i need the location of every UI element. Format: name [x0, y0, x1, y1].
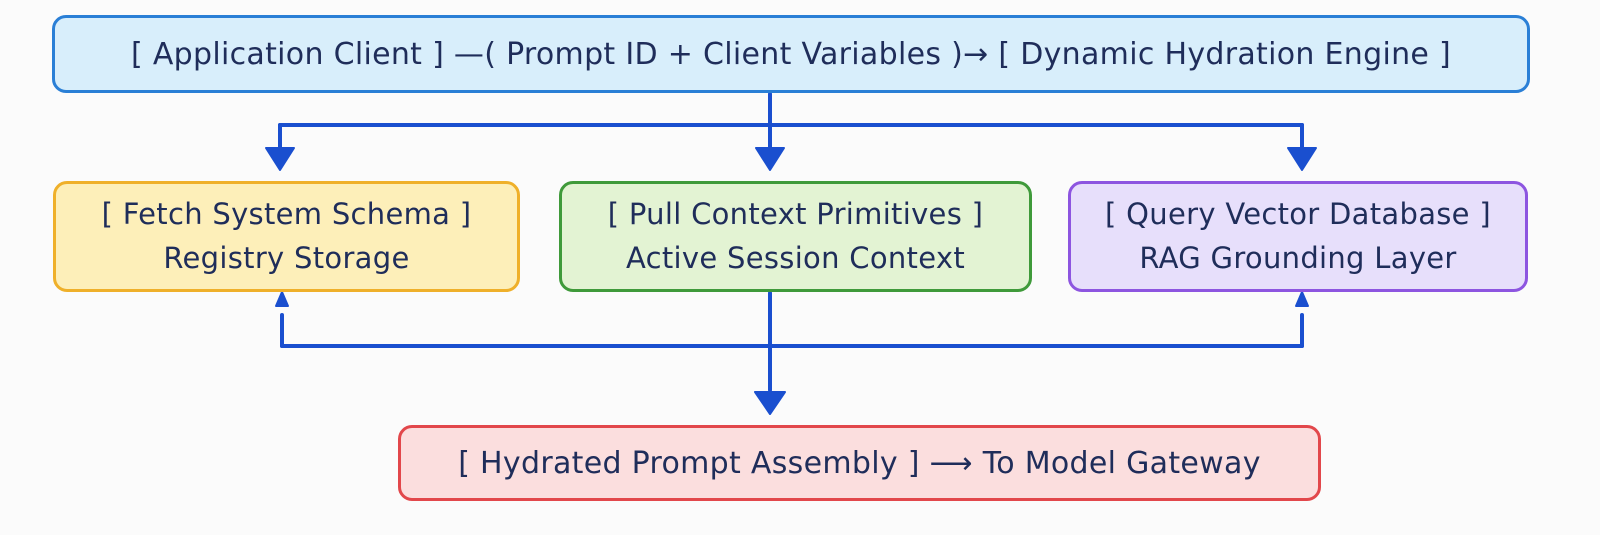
arrowhead-schema [265, 147, 295, 171]
pull-context-primitives-node: [ Pull Context Primitives ] Active Sessi… [559, 181, 1032, 292]
registry-storage-subtitle: Registry Storage [163, 240, 410, 275]
query-vector-database-node: [ Query Vector Database ] RAG Grounding … [1068, 181, 1528, 292]
arrowhead-bottom [754, 391, 786, 415]
fetch-system-schema-title: [ Fetch System Schema ] [101, 197, 472, 231]
application-client-node: [ Application Client ] —( Prompt ID + Cl… [52, 15, 1530, 93]
pull-context-primitives-title: [ Pull Context Primitives ] [607, 197, 984, 231]
arrowhead-context [755, 147, 785, 171]
hydrated-prompt-assembly-node: [ Hydrated Prompt Assembly ] ⟶ To Model … [398, 425, 1321, 501]
fetch-system-schema-node: [ Fetch System Schema ] Registry Storage [53, 181, 520, 292]
arrowhead-up-schema [275, 291, 289, 307]
application-client-label: [ Application Client ] —( Prompt ID + Cl… [131, 36, 1451, 72]
hydrated-prompt-assembly-label: [ Hydrated Prompt Assembly ] ⟶ To Model … [458, 445, 1261, 481]
active-session-context-subtitle: Active Session Context [626, 240, 965, 275]
rag-grounding-layer-subtitle: RAG Grounding Layer [1139, 240, 1457, 275]
arrowhead-vector [1287, 147, 1317, 171]
arrowhead-up-vector [1295, 291, 1309, 307]
query-vector-database-title: [ Query Vector Database ] [1105, 197, 1491, 231]
